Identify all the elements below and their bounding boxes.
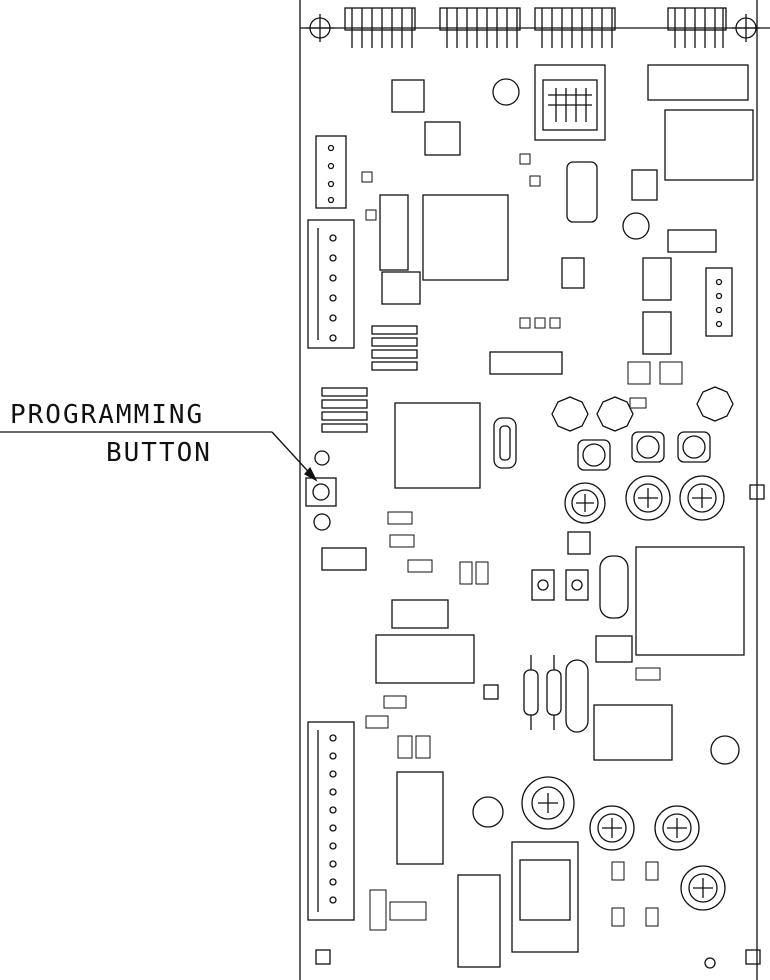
header-connector	[489, 351, 563, 375]
ic-chip	[381, 271, 421, 305]
callout-leader	[0, 431, 318, 482]
header-pins-group-1	[344, 7, 416, 48]
square-pad	[745, 949, 761, 965]
mounting-hole-top-left	[306, 14, 334, 42]
ic-chip	[375, 634, 475, 684]
usb-connector	[566, 161, 598, 223]
capacitor	[622, 212, 650, 240]
capacitor	[710, 735, 740, 765]
board-outline	[299, 0, 770, 980]
screw-terminal	[521, 776, 575, 830]
screw-terminal	[654, 805, 700, 851]
relay-module	[593, 704, 673, 761]
connector-10-pin	[307, 721, 355, 921]
ic-chip	[391, 79, 425, 113]
capacitor-rect	[595, 635, 633, 663]
header-pins-group-4	[667, 7, 727, 48]
power-resistor	[523, 655, 539, 730]
small-ic	[631, 169, 658, 201]
transformer-small	[511, 841, 579, 953]
connector-4-pin	[705, 267, 733, 337]
header-pins-group-2	[439, 7, 521, 48]
transformer-core	[519, 859, 571, 921]
connector-6-pin	[307, 219, 355, 349]
callout-label-programming: PROGRAMMING	[10, 400, 205, 430]
small-ic	[567, 531, 591, 555]
module	[457, 874, 501, 968]
passive-components	[361, 153, 683, 931]
small-ic	[642, 311, 672, 355]
screw-terminal	[625, 475, 671, 521]
capacitor-oval	[565, 659, 589, 733]
callout-label-button: BUTTON	[106, 438, 212, 468]
resistor-array	[321, 325, 418, 433]
ethernet-jack	[534, 64, 606, 141]
square-pad	[483, 684, 499, 700]
ic-chip	[379, 194, 409, 271]
relay	[667, 229, 717, 253]
programming-button	[305, 450, 337, 531]
power-resistor	[546, 655, 562, 730]
ic-chip	[424, 121, 461, 156]
screw-terminal	[589, 805, 635, 851]
mounting-hole-top-right	[732, 14, 760, 42]
main-processor	[422, 194, 509, 281]
ic-chip	[396, 771, 444, 865]
module	[664, 109, 754, 181]
ic-chip	[391, 599, 449, 629]
octagon-part	[696, 386, 734, 422]
component-outline	[321, 547, 367, 571]
capacitor	[492, 78, 520, 106]
square-pad	[315, 949, 331, 965]
crystal-oscillator	[493, 417, 517, 469]
optocoupler	[531, 569, 555, 601]
octagon-part	[596, 396, 634, 432]
inductor	[472, 796, 504, 828]
inductor	[631, 431, 665, 463]
screw-terminal	[679, 475, 725, 521]
header-pins-group-3	[534, 7, 616, 48]
square-pad	[749, 484, 765, 500]
inductor	[577, 439, 611, 471]
module	[647, 64, 749, 101]
transformer	[635, 546, 745, 656]
small-ic	[642, 257, 672, 301]
octagon-part	[551, 396, 589, 432]
via-hole	[704, 957, 716, 969]
inductor	[677, 431, 711, 463]
fuse-holder	[599, 555, 629, 619]
screw-terminal	[680, 865, 726, 911]
small-ic	[561, 257, 585, 289]
screw-terminal	[564, 482, 606, 524]
connector-3-pin	[315, 135, 347, 209]
optocoupler	[565, 569, 589, 601]
main-processor	[394, 402, 481, 489]
